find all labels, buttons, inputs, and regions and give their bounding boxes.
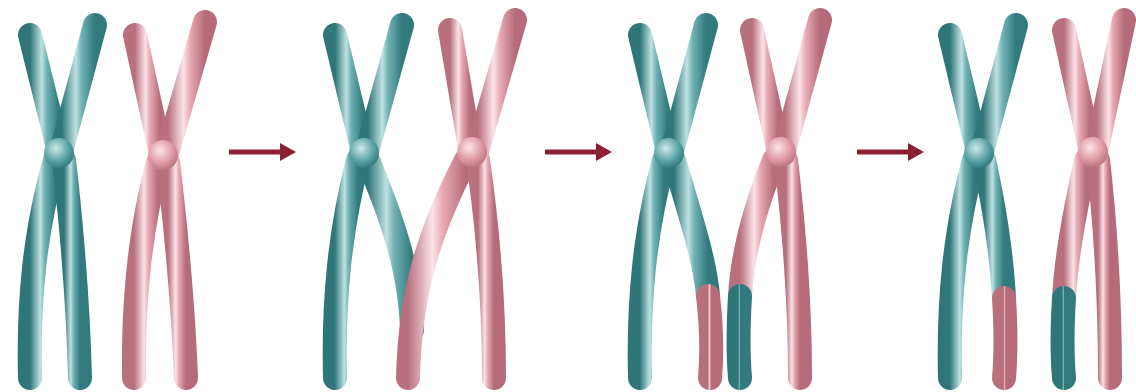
centromere — [44, 138, 74, 168]
centromere — [766, 137, 796, 167]
exchanged-segment — [1063, 298, 1065, 378]
arrow-3 — [857, 143, 924, 161]
maternal-chromosome — [950, 25, 1016, 378]
centromere — [964, 138, 994, 168]
centromere — [654, 138, 684, 168]
stage-4-recombinant-chromosomes — [950, 20, 1124, 378]
exchanged-segment — [1004, 298, 1006, 378]
centromere — [457, 137, 487, 167]
stage-1-homologous-pair — [30, 22, 205, 378]
paternal-chromosome — [739, 20, 821, 378]
arrow-1 — [229, 143, 296, 161]
stage-2-crossing-over — [335, 20, 515, 378]
centromere — [1078, 137, 1108, 167]
exchanged-segment — [708, 296, 711, 378]
maternal-chromosome — [30, 25, 95, 378]
arrow-2 — [545, 143, 612, 161]
paternal-chromosome — [1063, 20, 1125, 378]
stage-3-segments-exchanged — [640, 20, 820, 378]
paternal-chromosome — [134, 22, 205, 378]
centromere — [349, 138, 379, 168]
maternal-chromosome — [640, 25, 712, 378]
paternal-chromosome — [408, 20, 515, 378]
exchanged-segment — [739, 296, 741, 378]
centromere — [148, 140, 178, 170]
